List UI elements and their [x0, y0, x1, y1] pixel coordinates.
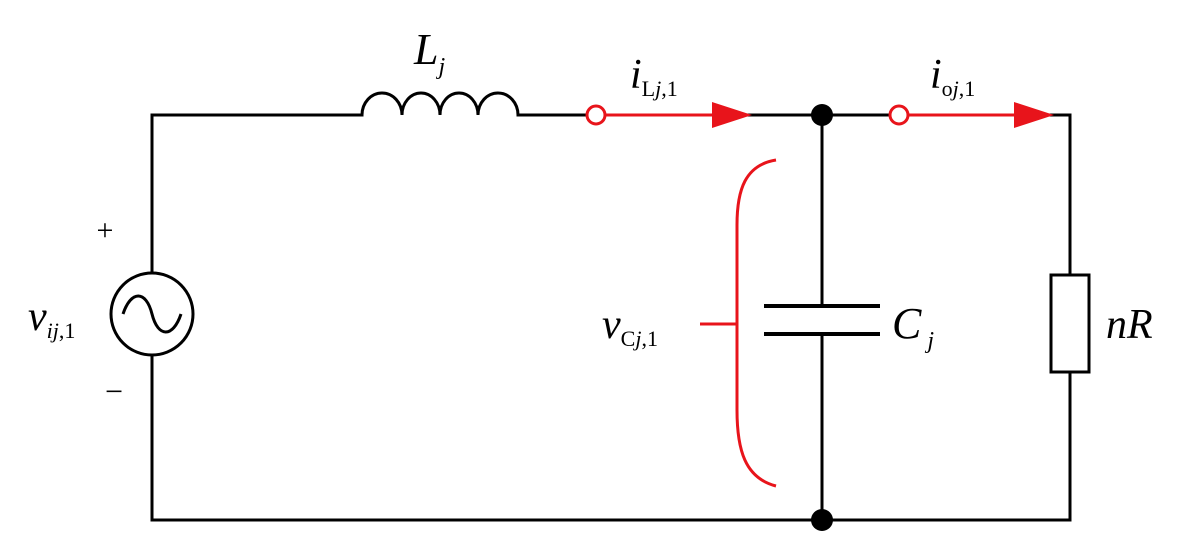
capacitor [764, 304, 880, 336]
inductor-current-label: iLj,1 [630, 52, 678, 101]
capacitor-subscript: j [924, 328, 934, 354]
wires [150, 113, 1072, 522]
junction-dot-top [811, 104, 833, 126]
output-current-terminal [888, 104, 910, 126]
inductor-current-symbol: i [630, 52, 642, 98]
wire-left-bottom [150, 353, 1072, 522]
resistor-label-r: R [1126, 302, 1153, 348]
inductor-current-sub-order: ,1 [661, 76, 678, 101]
output-current-sub-letter: o [942, 76, 953, 101]
inductor-label: Lj [413, 25, 445, 80]
capacitor-voltage-sub-letter: C [621, 326, 636, 351]
inductor-current-terminal [585, 104, 607, 126]
sine-wave-icon [121, 294, 183, 334]
inductor-current-arrowhead [712, 102, 752, 128]
wire-left-top [150, 113, 364, 275]
inductor-current-sub-letter: L [642, 76, 655, 101]
inductor-current-arrow [585, 102, 752, 128]
output-current-arrowhead [1014, 102, 1054, 128]
junction-dot-bottom [811, 509, 833, 531]
capacitor-voltage-sub-order: ,1 [641, 326, 658, 351]
output-current-sub-index: j [950, 76, 959, 101]
output-current-label: ioj,1 [930, 52, 975, 101]
inductor-current-sub-index: j [652, 76, 661, 101]
capacitor-symbol: C [892, 299, 922, 348]
ac-source [109, 271, 195, 357]
output-current-symbol: i [930, 52, 942, 98]
capacitor-voltage-brace [735, 158, 777, 488]
capacitor-voltage-symbol: v [602, 302, 621, 348]
source-voltage-sub-index: ij [47, 318, 59, 343]
resistor [1049, 273, 1091, 374]
output-current-arrow [888, 102, 1054, 128]
source-voltage-label: vij,1 [28, 294, 75, 343]
source-plus-sign: + [97, 214, 114, 247]
inductor-symbol: L [413, 25, 438, 74]
capacitor-voltage-label: vCj,1 [602, 302, 658, 351]
capacitor-voltage-sub-index: j [632, 326, 641, 351]
wire-right-top [1048, 113, 1072, 277]
source-voltage-sub-order: ,1 [59, 318, 76, 343]
source-voltage-symbol: v [28, 294, 47, 340]
source-minus-sign: − [105, 373, 123, 409]
resistor-label: nR [1106, 302, 1153, 348]
inductor-subscript: j [435, 54, 445, 80]
inductor-coil [360, 91, 520, 117]
resistor-label-n: n [1106, 302, 1127, 348]
output-current-sub-order: ,1 [959, 76, 976, 101]
